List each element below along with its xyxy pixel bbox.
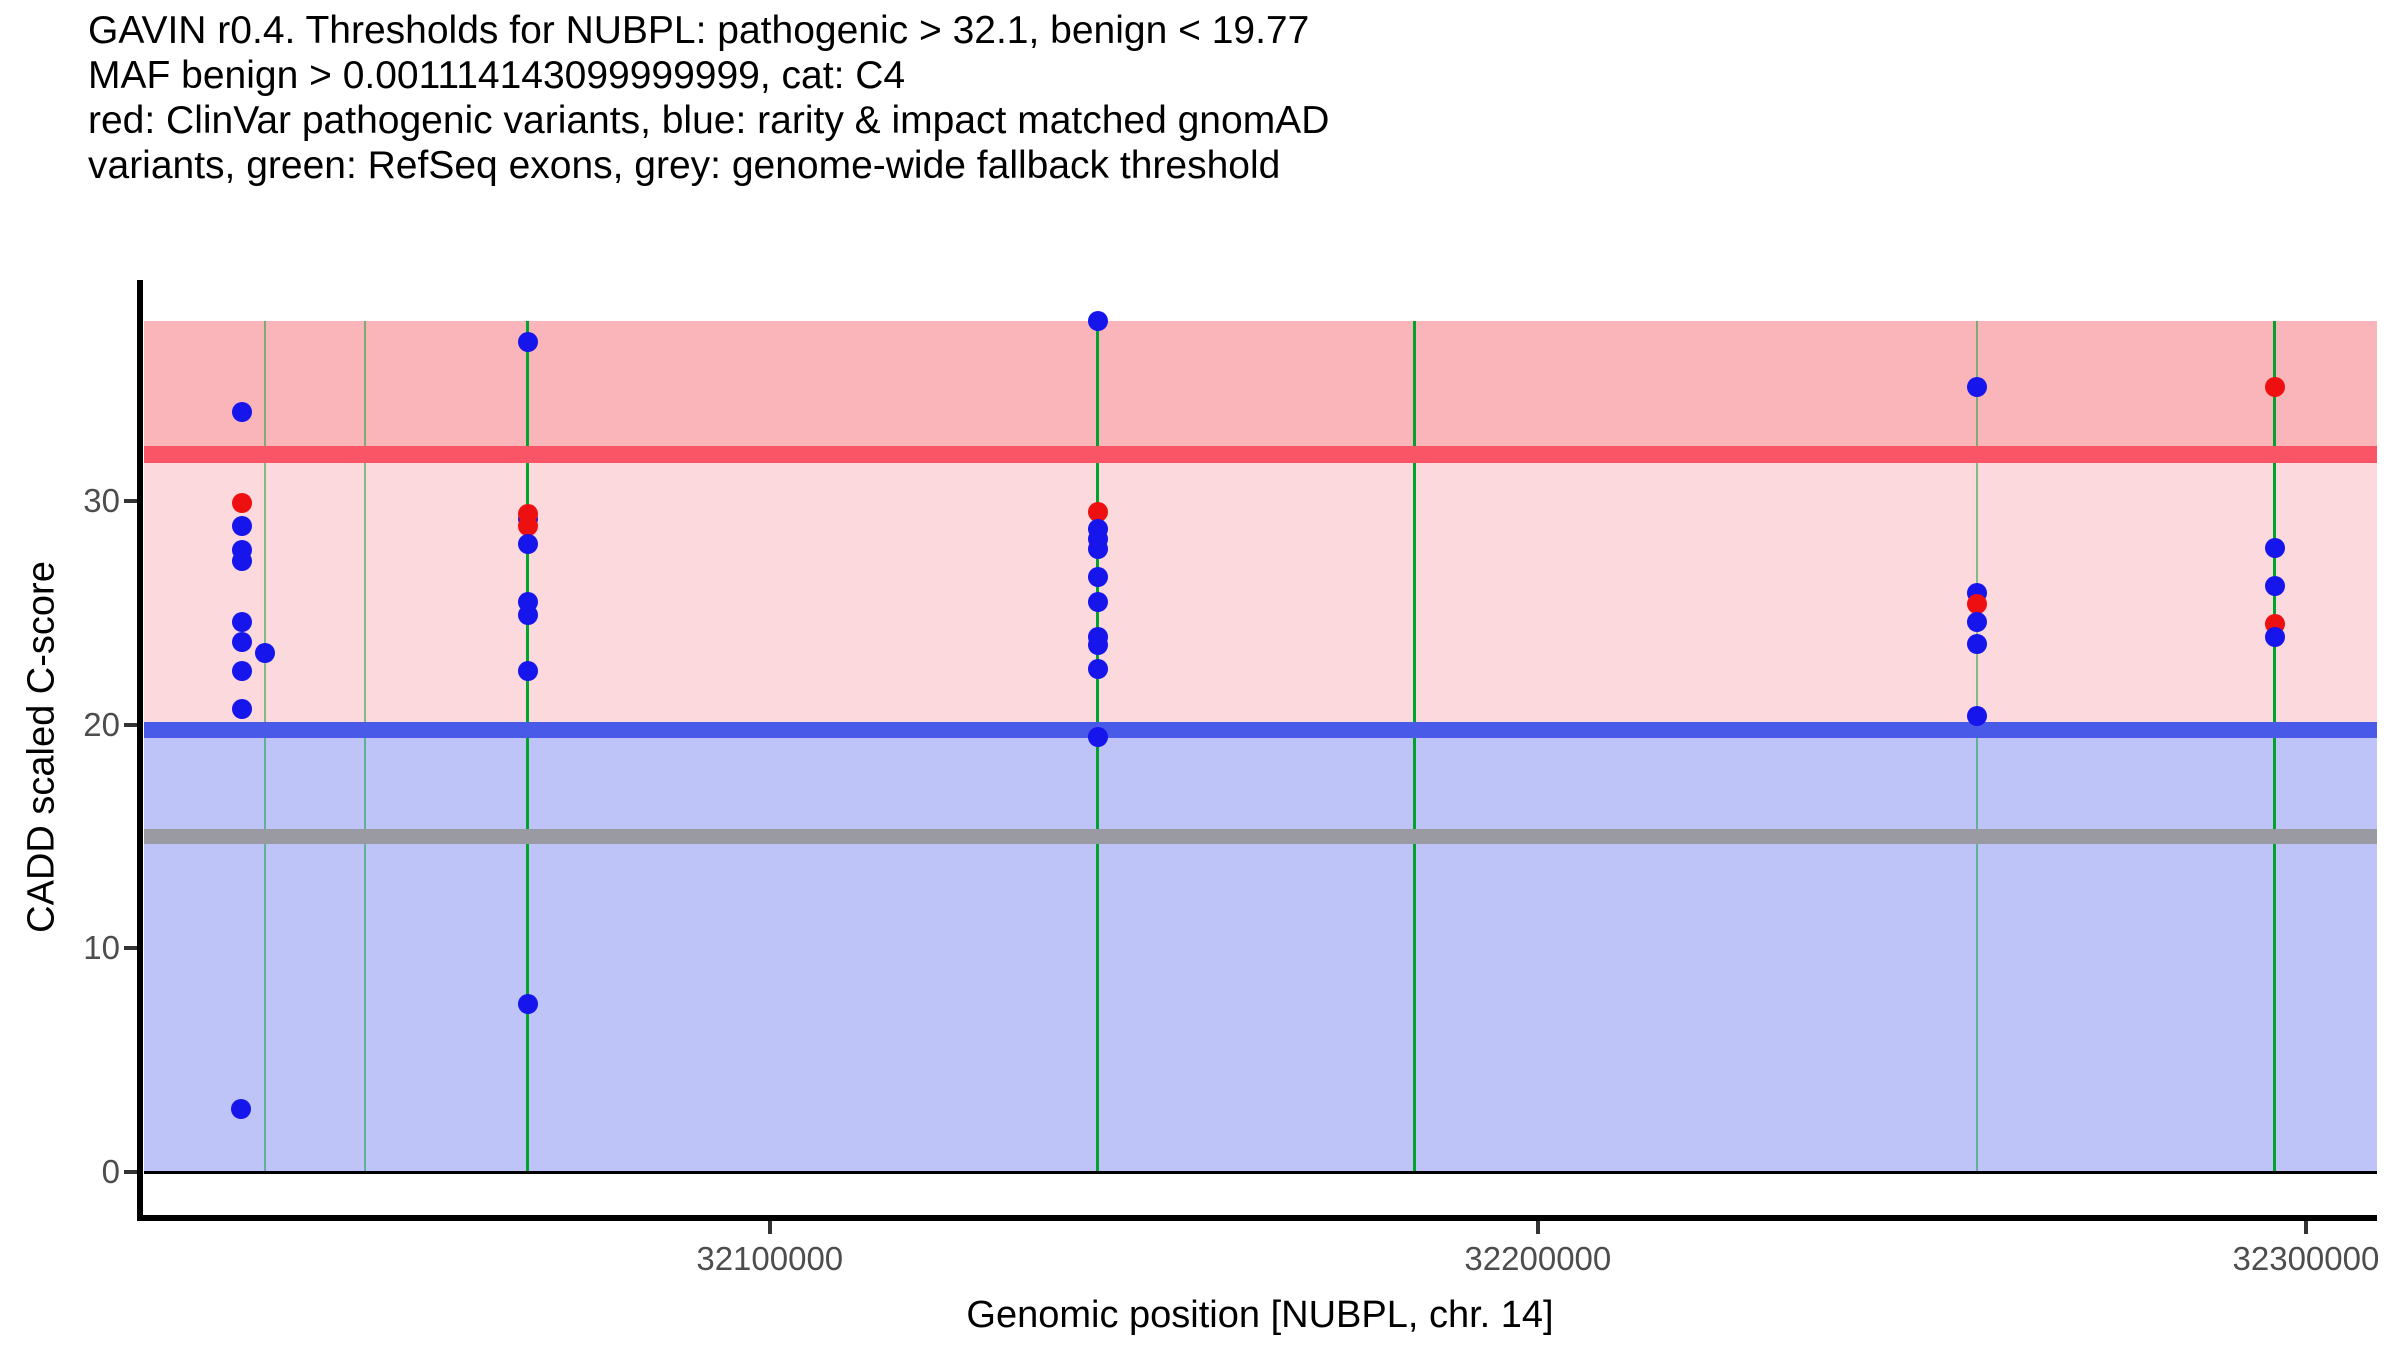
clinvar-pathogenic-point [232,493,253,514]
x-axis-line [137,1215,2377,1221]
gnomad-matched-point [1966,634,1987,655]
gnomad-matched-point [232,661,253,681]
exon-line [264,320,267,1173]
clinvar-pathogenic-point [517,515,538,536]
exon-line [2273,320,2277,1173]
threshold-line-fallback [144,829,2377,845]
exon-line [1413,320,1417,1173]
x-axis-title: Genomic position [NUBPL, chr. 14] [966,1294,1554,1336]
gnomad-matched-point [517,994,538,1015]
gnomad-matched-point [517,605,538,626]
y-tick-label: 0 [101,1153,120,1191]
threshold-line-benign [144,721,2377,738]
zero-line [144,1170,2377,1174]
gnomad-matched-point [1966,376,1987,397]
band-pathogenic-zone [144,320,2377,454]
gnomad-matched-point [1966,705,1987,726]
y-tick [124,722,137,727]
band-intermediate-zone [144,454,2377,730]
x-tick-label: 32200000 [1464,1240,1612,1277]
clinvar-pathogenic-point [1087,502,1108,523]
clinvar-pathogenic-point [2264,376,2285,397]
x-tick-label: 32100000 [696,1240,844,1277]
gnomad-matched-point [231,1099,252,1120]
x-tick [2303,1221,2308,1234]
gnomad-matched-point [517,661,538,681]
gnomad-matched-point [2264,576,2285,596]
gnomad-matched-point [232,611,253,632]
gnomad-matched-point [232,699,253,720]
gnomad-matched-point [1966,611,1987,632]
gnomad-matched-point [232,631,253,652]
y-tick-label: 30 [83,482,120,519]
gnomad-matched-point [255,643,276,664]
title-line-1: GAVIN r0.4. Thresholds for NUBPL: pathog… [88,9,1310,52]
gnomad-matched-point [1087,658,1108,679]
plot-title: GAVIN r0.4. Thresholds for NUBPL: pathog… [88,8,1329,188]
y-tick [124,499,137,503]
y-tick-label: 20 [83,705,120,743]
y-axis-line [137,280,143,1221]
x-tick-label: 32300000 [2232,1240,2380,1277]
exon-line [526,320,530,1173]
exon-line [1975,320,1978,1173]
y-tick [124,946,137,951]
y-axis-title: CADD scaled C-score [20,561,63,933]
y-tick-label: 10 [83,929,120,967]
gnomad-matched-point [1087,726,1108,747]
gnomad-matched-point [2264,627,2285,648]
title-line-3: red: ClinVar pathogenic variants, blue: … [88,99,1330,142]
gnomad-matched-point [232,551,253,572]
x-tick [767,1221,772,1234]
exon-line [363,320,366,1173]
gnomad-matched-point [1087,635,1108,656]
gnomad-matched-point [232,401,253,422]
title-line-4: variants, green: RefSeq exons, grey: gen… [88,144,1281,187]
gnomad-matched-point [517,332,538,353]
gnomad-matched-point [1087,310,1108,331]
gnomad-matched-point [1087,567,1108,588]
gnomad-matched-point [517,533,538,554]
threshold-line-pathogenic [144,445,2377,463]
x-tick [1535,1221,1540,1234]
gnomad-matched-point [1087,591,1108,612]
gnomad-matched-point [2264,537,2285,558]
gnomad-matched-point [1087,539,1108,560]
band-benign-zone [144,729,2377,1173]
gnomad-matched-point [232,515,253,536]
clinvar-pathogenic-point [1966,593,1987,614]
title-line-2: MAF benign > 0.001114143099999999, cat: … [88,54,906,97]
y-tick [124,1170,137,1175]
